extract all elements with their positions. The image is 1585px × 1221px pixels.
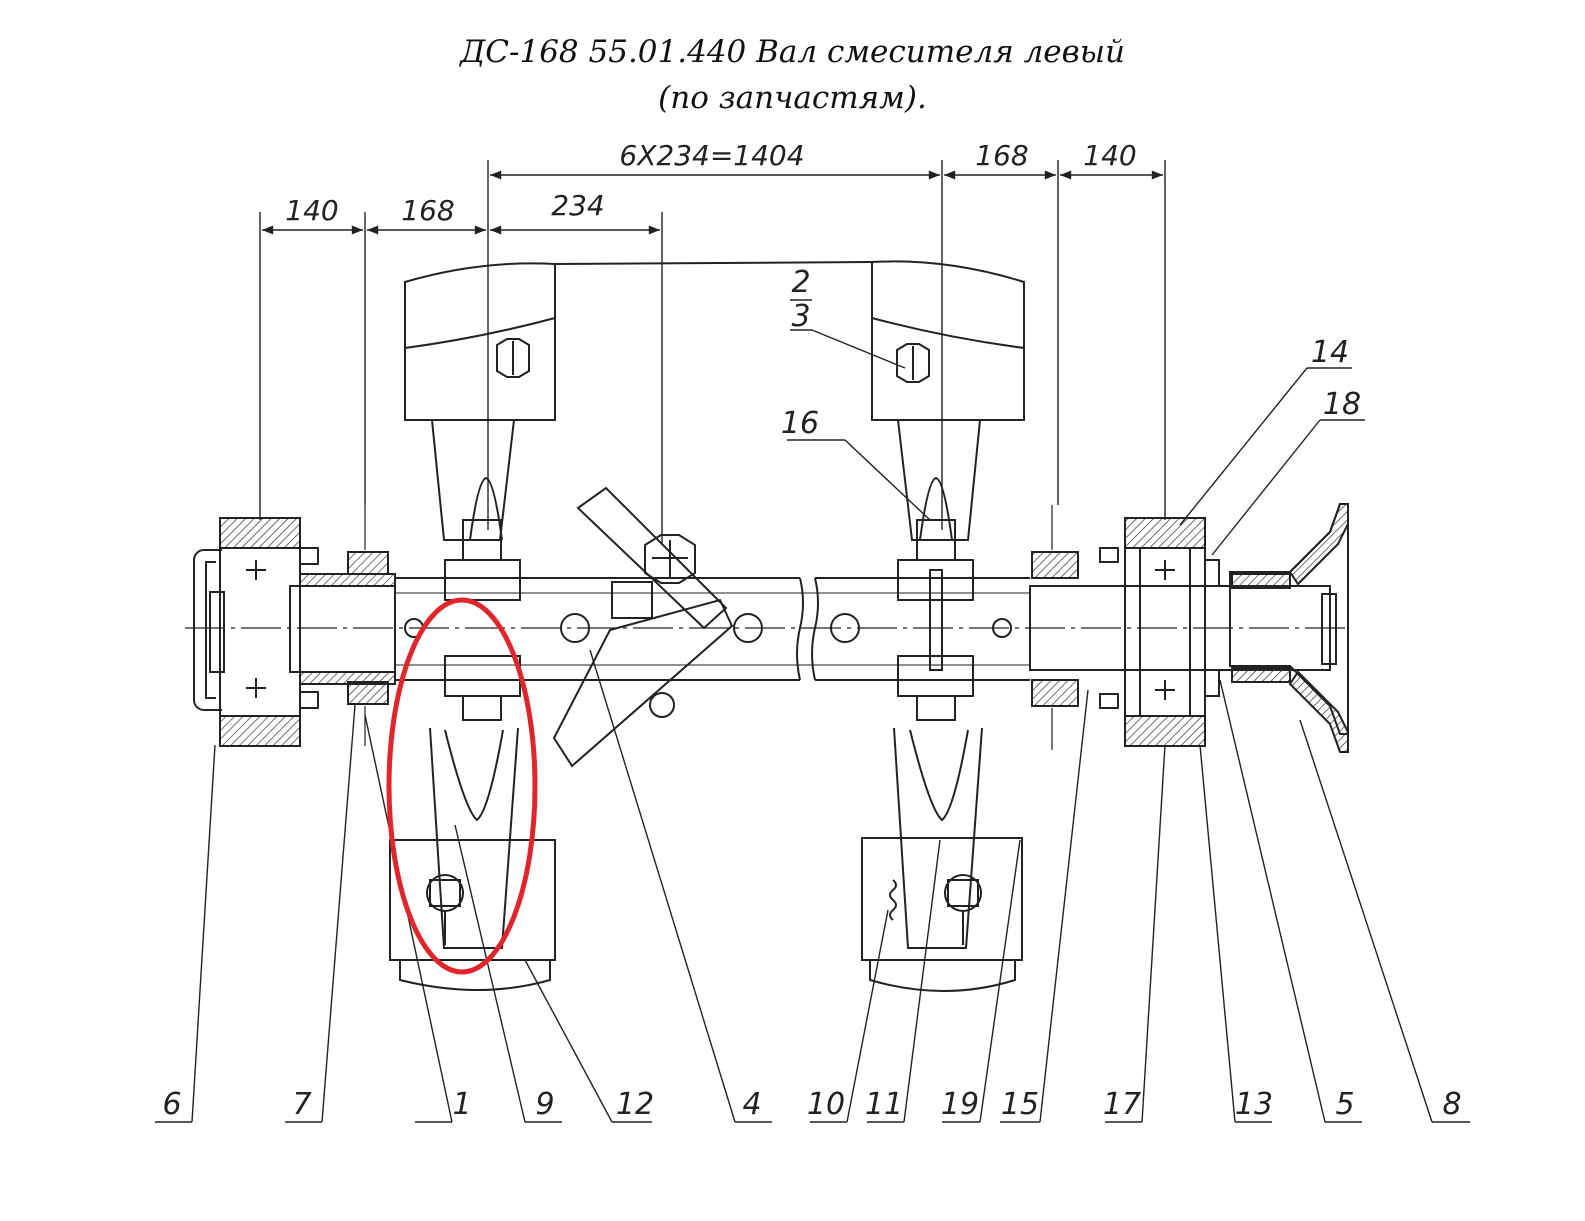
part-label-12: 12 (616, 1087, 654, 1122)
dim-total: 6X234=1404 (619, 139, 804, 172)
part-label-6: 6 (162, 1087, 181, 1122)
callout-18: 18 (1323, 387, 1361, 422)
right-collar (1031, 505, 1119, 750)
right-paddle-top (871, 260, 1025, 671)
part-label-1: 1 (452, 1087, 471, 1122)
dim-168-left: 168 (401, 194, 454, 227)
part-label-17: 17 (1103, 1087, 1141, 1122)
top-callout-labels: 2 3 16 14 18 (781, 265, 1361, 441)
callout-16: 16 (781, 406, 819, 441)
dim-168-right: 168 (975, 139, 1028, 172)
right-flange (1229, 503, 1349, 753)
part-label-10: 10 (807, 1087, 845, 1122)
right-bearing-housing (1124, 517, 1220, 747)
shaft-holes (404, 613, 1012, 643)
right-paddle-bottom (861, 655, 1023, 992)
drawing-subtitle: (по запчастям). (658, 80, 927, 116)
part-label-9: 9 (535, 1087, 554, 1122)
part-label-8: 8 (1442, 1087, 1461, 1122)
highlight-ellipse (386, 597, 538, 975)
callout-14: 14 (1311, 335, 1349, 370)
main-shaft (395, 577, 1030, 681)
left-paddle-bottom (389, 655, 556, 991)
dimension-labels: 140 168 234 6X234=1404 168 140 (285, 139, 1136, 227)
dimension-lines (262, 170, 1164, 235)
callout-3: 3 (791, 299, 810, 334)
dim-140-left: 140 (285, 194, 338, 227)
left-collar (347, 505, 389, 746)
left-hub (289, 573, 396, 685)
left-bearing-housing (193, 517, 319, 747)
left-paddle-top (404, 262, 556, 601)
callout-2: 2 (791, 265, 810, 300)
dim-140-right: 140 (1083, 139, 1136, 172)
center-diagonal-paddle (552, 486, 734, 768)
part-label-7: 7 (292, 1087, 311, 1122)
part-label-11: 11 (865, 1087, 903, 1122)
part-label-15: 15 (1001, 1087, 1039, 1122)
right-shaft-end (1029, 585, 1337, 671)
dimension-extension-lines (259, 160, 1166, 545)
part-label-19: 19 (941, 1087, 979, 1122)
dim-234: 234 (551, 189, 604, 222)
drawing-title: ДС-168 55.01.440 Вал смесителя левый (460, 34, 1125, 70)
bottom-leaders (155, 649, 1470, 1123)
part-label-4: 4 (742, 1087, 761, 1122)
top-leaders (787, 299, 1365, 556)
part-label-13: 13 (1235, 1087, 1273, 1122)
part-label-5: 5 (1335, 1087, 1354, 1122)
